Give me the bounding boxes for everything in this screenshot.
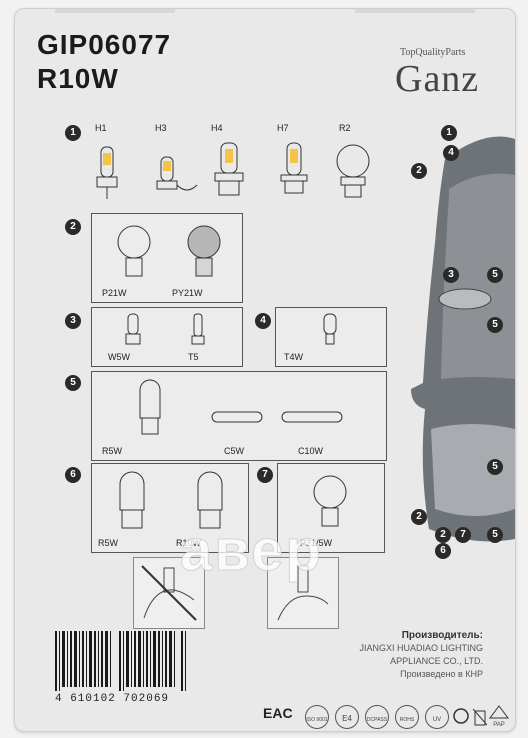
bulb-label-w5w: W5W — [108, 352, 130, 362]
bulb-label-r10w: R10W — [176, 538, 202, 548]
car-diagram-icon — [411, 136, 515, 542]
car-marker-5-b: 5 — [487, 317, 503, 333]
section-7-number: 7 — [257, 467, 273, 483]
manufacturer-heading: Производитель: — [401, 630, 483, 641]
barcode-icon — [55, 631, 186, 691]
brand-tagline: TopQualityParts — [400, 47, 466, 58]
bulb-label-h1: H1 — [95, 123, 107, 133]
handling-illustration-wrong — [133, 557, 205, 629]
hang-tab — [15, 9, 515, 15]
bulb-label-r2: R2 — [339, 123, 351, 133]
car-marker-6: 6 — [435, 543, 451, 559]
section-1-number: 1 — [65, 125, 81, 141]
trash-bin-icon — [472, 705, 488, 727]
section-1-box: H1 H3 H4 H7 R2 — [91, 119, 387, 209]
product-code: GIP06077 — [37, 29, 172, 60]
bulb-label-p21-5w: P21/5W — [300, 538, 333, 548]
car-marker-1: 1 — [441, 125, 457, 141]
car-marker-4: 4 — [443, 145, 459, 161]
iso-mark: ISO 9001 — [305, 705, 329, 729]
car-marker-7: 7 — [455, 527, 471, 543]
bulb-label-p21w: P21W — [102, 288, 127, 298]
car-marker-2-top: 2 — [411, 163, 427, 179]
e4-mark: E4 — [335, 705, 359, 729]
dcpass-mark: DCPASS — [365, 705, 389, 729]
bulb-label-h7: H7 — [277, 123, 289, 133]
festoon-bulbs-icon — [139, 379, 343, 435]
section-2-number: 2 — [65, 219, 81, 235]
halogen-bulbs-icon — [96, 142, 370, 199]
bulb-label-r5w: R5W — [102, 446, 122, 456]
section-4-box: T4W — [275, 307, 387, 367]
section-7-box: P21/5W — [277, 463, 385, 553]
uv-mark: UV — [425, 705, 449, 729]
bulb-label-t5: T5 — [188, 352, 199, 362]
pap-mark: PAP — [489, 705, 509, 728]
bulb-label-c10w: C10W — [298, 446, 324, 456]
car-marker-3: 3 — [443, 267, 459, 283]
car-marker-2-low: 2 — [435, 527, 451, 543]
bulb-label-h4: H4 — [211, 123, 223, 133]
handling-illustration-correct — [267, 557, 339, 629]
section-5-box: R5W C5W C10W — [91, 371, 387, 461]
brand-logo: Ganz — [395, 58, 480, 100]
wedge-bulbs-icon — [125, 313, 205, 345]
manufacturer-line-1: JIANGXI HUADIAO LIGHTING — [359, 643, 483, 653]
p21-5w-bulb-icon — [313, 475, 347, 527]
manufacturer-block: Производитель: JIANGXI HUADIAO LIGHTING … — [359, 629, 483, 681]
car-marker-5-c: 5 — [487, 459, 503, 475]
t4w-bulb-icon — [323, 313, 337, 345]
manufacturer-line-2: APPLIANCE CO., LTD. — [390, 656, 483, 666]
r-bulbs-icon — [119, 471, 223, 529]
section-5-number: 5 — [65, 375, 81, 391]
bulb-model: R10W — [37, 63, 119, 94]
section-3-number: 3 — [65, 313, 81, 329]
eac-mark: EAC — [263, 705, 293, 721]
bulb-label-t4w: T4W — [284, 352, 303, 362]
car-marker-2-mid: 2 — [411, 509, 427, 525]
barcode-number: 4 610102 702069 — [55, 693, 170, 705]
bulb-label-h3: H3 — [155, 123, 167, 133]
bulb-label-r5w-2: R5W — [98, 538, 118, 548]
made-in: Произведено в КНР — [400, 669, 483, 679]
car-marker-5-d: 5 — [487, 527, 503, 543]
section-3-box: W5W T5 — [91, 307, 243, 367]
section-6-box: R5W R10W — [91, 463, 249, 553]
rohs-mark: ROHS — [395, 705, 419, 729]
recycle-icon — [453, 705, 469, 727]
section-4-number: 4 — [255, 313, 271, 329]
section-2-box: P21W PY21W — [91, 213, 243, 303]
section-6-number: 6 — [65, 467, 81, 483]
signal-bulbs-icon — [117, 225, 221, 277]
package-card: GIP06077 R10W TopQualityParts Ganz 1 H1 … — [14, 8, 516, 732]
bulb-label-py21w: PY21W — [172, 288, 203, 298]
car-marker-5-a: 5 — [487, 267, 503, 283]
watermark-text: авер — [180, 518, 323, 584]
bulb-label-c5w: C5W — [224, 446, 244, 456]
